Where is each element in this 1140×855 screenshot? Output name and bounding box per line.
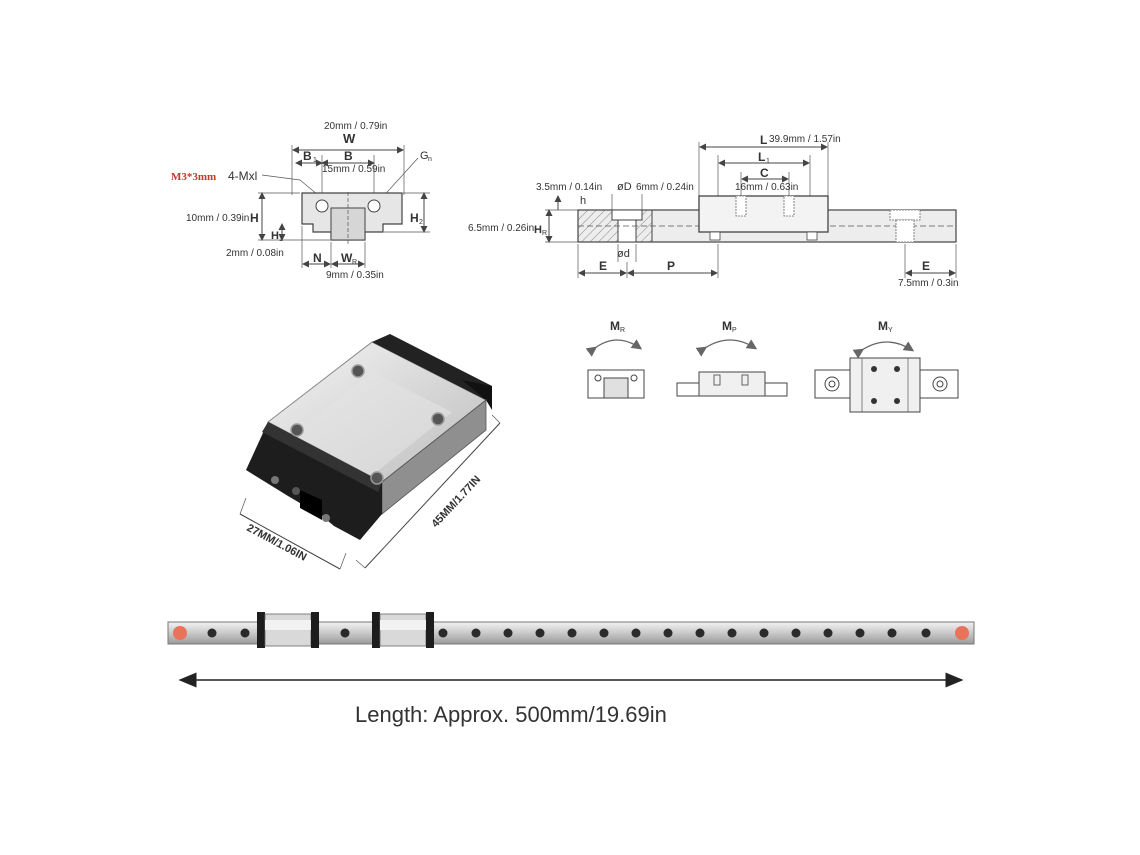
- carriage-block-photo: 27MM/1.06IN 45MM/1.77IN: [239, 334, 501, 570]
- hr-dimension-value: 6.5mm / 0.26in: [468, 223, 534, 234]
- hr-sub: R: [542, 230, 547, 237]
- rail-mount-hole: [567, 628, 577, 638]
- mr-sub: R: [620, 327, 625, 334]
- moment-my: M Y: [814, 319, 959, 413]
- b1-sub: 1: [313, 157, 317, 164]
- mr-label: M: [610, 319, 620, 333]
- mp-sub: P: [732, 327, 737, 334]
- rail-mount-hole: [438, 628, 448, 638]
- h-dimension-value: 10mm / 0.39in: [186, 213, 249, 224]
- rail-carriage-2: [372, 612, 434, 648]
- m3-annotation: M3*3mm: [171, 171, 216, 183]
- rail-mount-hole: [599, 628, 609, 638]
- rail-mount-hole: [340, 628, 350, 638]
- e-dimension-value: 7.5mm / 0.3in: [898, 278, 959, 289]
- e-label: E: [599, 259, 607, 273]
- h1-label: H: [271, 230, 279, 242]
- d-small-label: ød: [617, 248, 630, 260]
- mp-label: M: [722, 319, 732, 333]
- p-label: P: [667, 259, 675, 273]
- w-label: W: [343, 131, 356, 146]
- rail-mount-hole: [240, 628, 250, 638]
- rail-mount-hole: [791, 628, 801, 638]
- rail-length-label: Length: Approx. 500mm/19.69in: [355, 702, 667, 727]
- my-label: M: [878, 319, 888, 333]
- mp-block: [698, 371, 766, 397]
- h1-dimension-value: 2mm / 0.08in: [226, 248, 284, 259]
- rail-mount-hole: [727, 628, 737, 638]
- rail-mount-hole: [503, 628, 513, 638]
- side-view: L 39.9mm / 1.57in L 1 C 16mm / 0.63in 3.…: [468, 133, 959, 289]
- mx-annotation: 4-Mxl: [228, 169, 257, 183]
- my-block: [849, 357, 921, 413]
- l-label: L: [760, 133, 767, 147]
- rail-mount-hole: [695, 628, 705, 638]
- h-small-dimension-value: 3.5mm / 0.14in: [536, 182, 602, 193]
- moment-mp: M P: [676, 319, 788, 397]
- wr-label: W: [341, 251, 353, 265]
- h2-label: H: [410, 211, 419, 225]
- gn-sub: n: [428, 156, 432, 163]
- hr-label: H: [534, 224, 542, 236]
- wr-dimension-value: 9mm / 0.35in: [326, 270, 384, 281]
- h-label: H: [250, 211, 259, 225]
- e-right-label: E: [922, 259, 930, 273]
- c-label: C: [760, 166, 769, 180]
- cross-section-view: 20mm / 0.79in W B 1 B 15mm / 0.59in G n …: [171, 121, 432, 281]
- rail-mount-hole: [759, 628, 769, 638]
- ball-left: [315, 199, 329, 213]
- wr-sub: R: [352, 259, 357, 266]
- l1-sub: 1: [766, 158, 770, 165]
- block-length-label: 45MM/1.77IN: [429, 474, 483, 531]
- d-big-dimension-value: 6mm / 0.24in: [636, 182, 694, 193]
- w-dimension-value: 20mm / 0.79in: [324, 121, 387, 132]
- h-small-label: h: [580, 195, 586, 207]
- side-carriage: [698, 195, 829, 233]
- b-dimension-value: 15mm / 0.59in: [322, 164, 385, 175]
- rail-mount-hole: [471, 628, 481, 638]
- c-dimension-value: 16mm / 0.63in: [735, 182, 798, 193]
- my-sub: Y: [888, 327, 893, 334]
- rail-mount-hole: [855, 628, 865, 638]
- rail-mount-hole: [631, 628, 641, 638]
- rail-mount-hole: [535, 628, 545, 638]
- gn-label: G: [420, 150, 429, 162]
- d-big-label: øD: [617, 181, 632, 193]
- l1-label: L: [758, 150, 765, 164]
- n-label: N: [313, 251, 322, 265]
- rail-mount-hole: [823, 628, 833, 638]
- rail-mount-hole: [663, 628, 673, 638]
- h2-sub: 2: [419, 219, 423, 226]
- rail-mount-hole: [887, 628, 897, 638]
- b1-label: B: [303, 149, 312, 163]
- b-label: B: [344, 149, 353, 163]
- block-end-cap: [246, 422, 382, 540]
- rail-end-cap-right: [955, 626, 969, 640]
- rail-mount-hole: [921, 628, 931, 638]
- rail-mount-hole: [207, 628, 217, 638]
- rail-end-cap-left: [173, 626, 187, 640]
- ball-right: [367, 199, 381, 213]
- block-width-label: 27MM/1.06IN: [245, 522, 309, 564]
- rail-photo: Length: Approx. 500mm/19.69in: [167, 612, 975, 727]
- h1-sub: 1: [279, 236, 283, 243]
- rail-carriage-1: [257, 612, 319, 648]
- moment-mr: M R: [585, 319, 645, 399]
- l-dimension-value: 39.9mm / 1.57in: [769, 134, 841, 145]
